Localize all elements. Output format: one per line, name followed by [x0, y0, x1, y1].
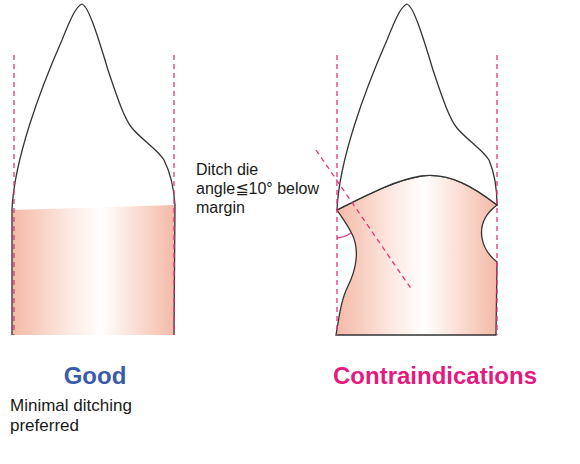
heading-label: Good	[20, 362, 170, 391]
note-label: Minimal ditching preferred	[10, 396, 180, 437]
annotation-label: Ditch die angle≦10° below margin	[196, 160, 321, 218]
ditched-die	[316, 4, 497, 335]
good-die	[12, 4, 175, 335]
heading-label: Contraindications	[300, 362, 570, 391]
